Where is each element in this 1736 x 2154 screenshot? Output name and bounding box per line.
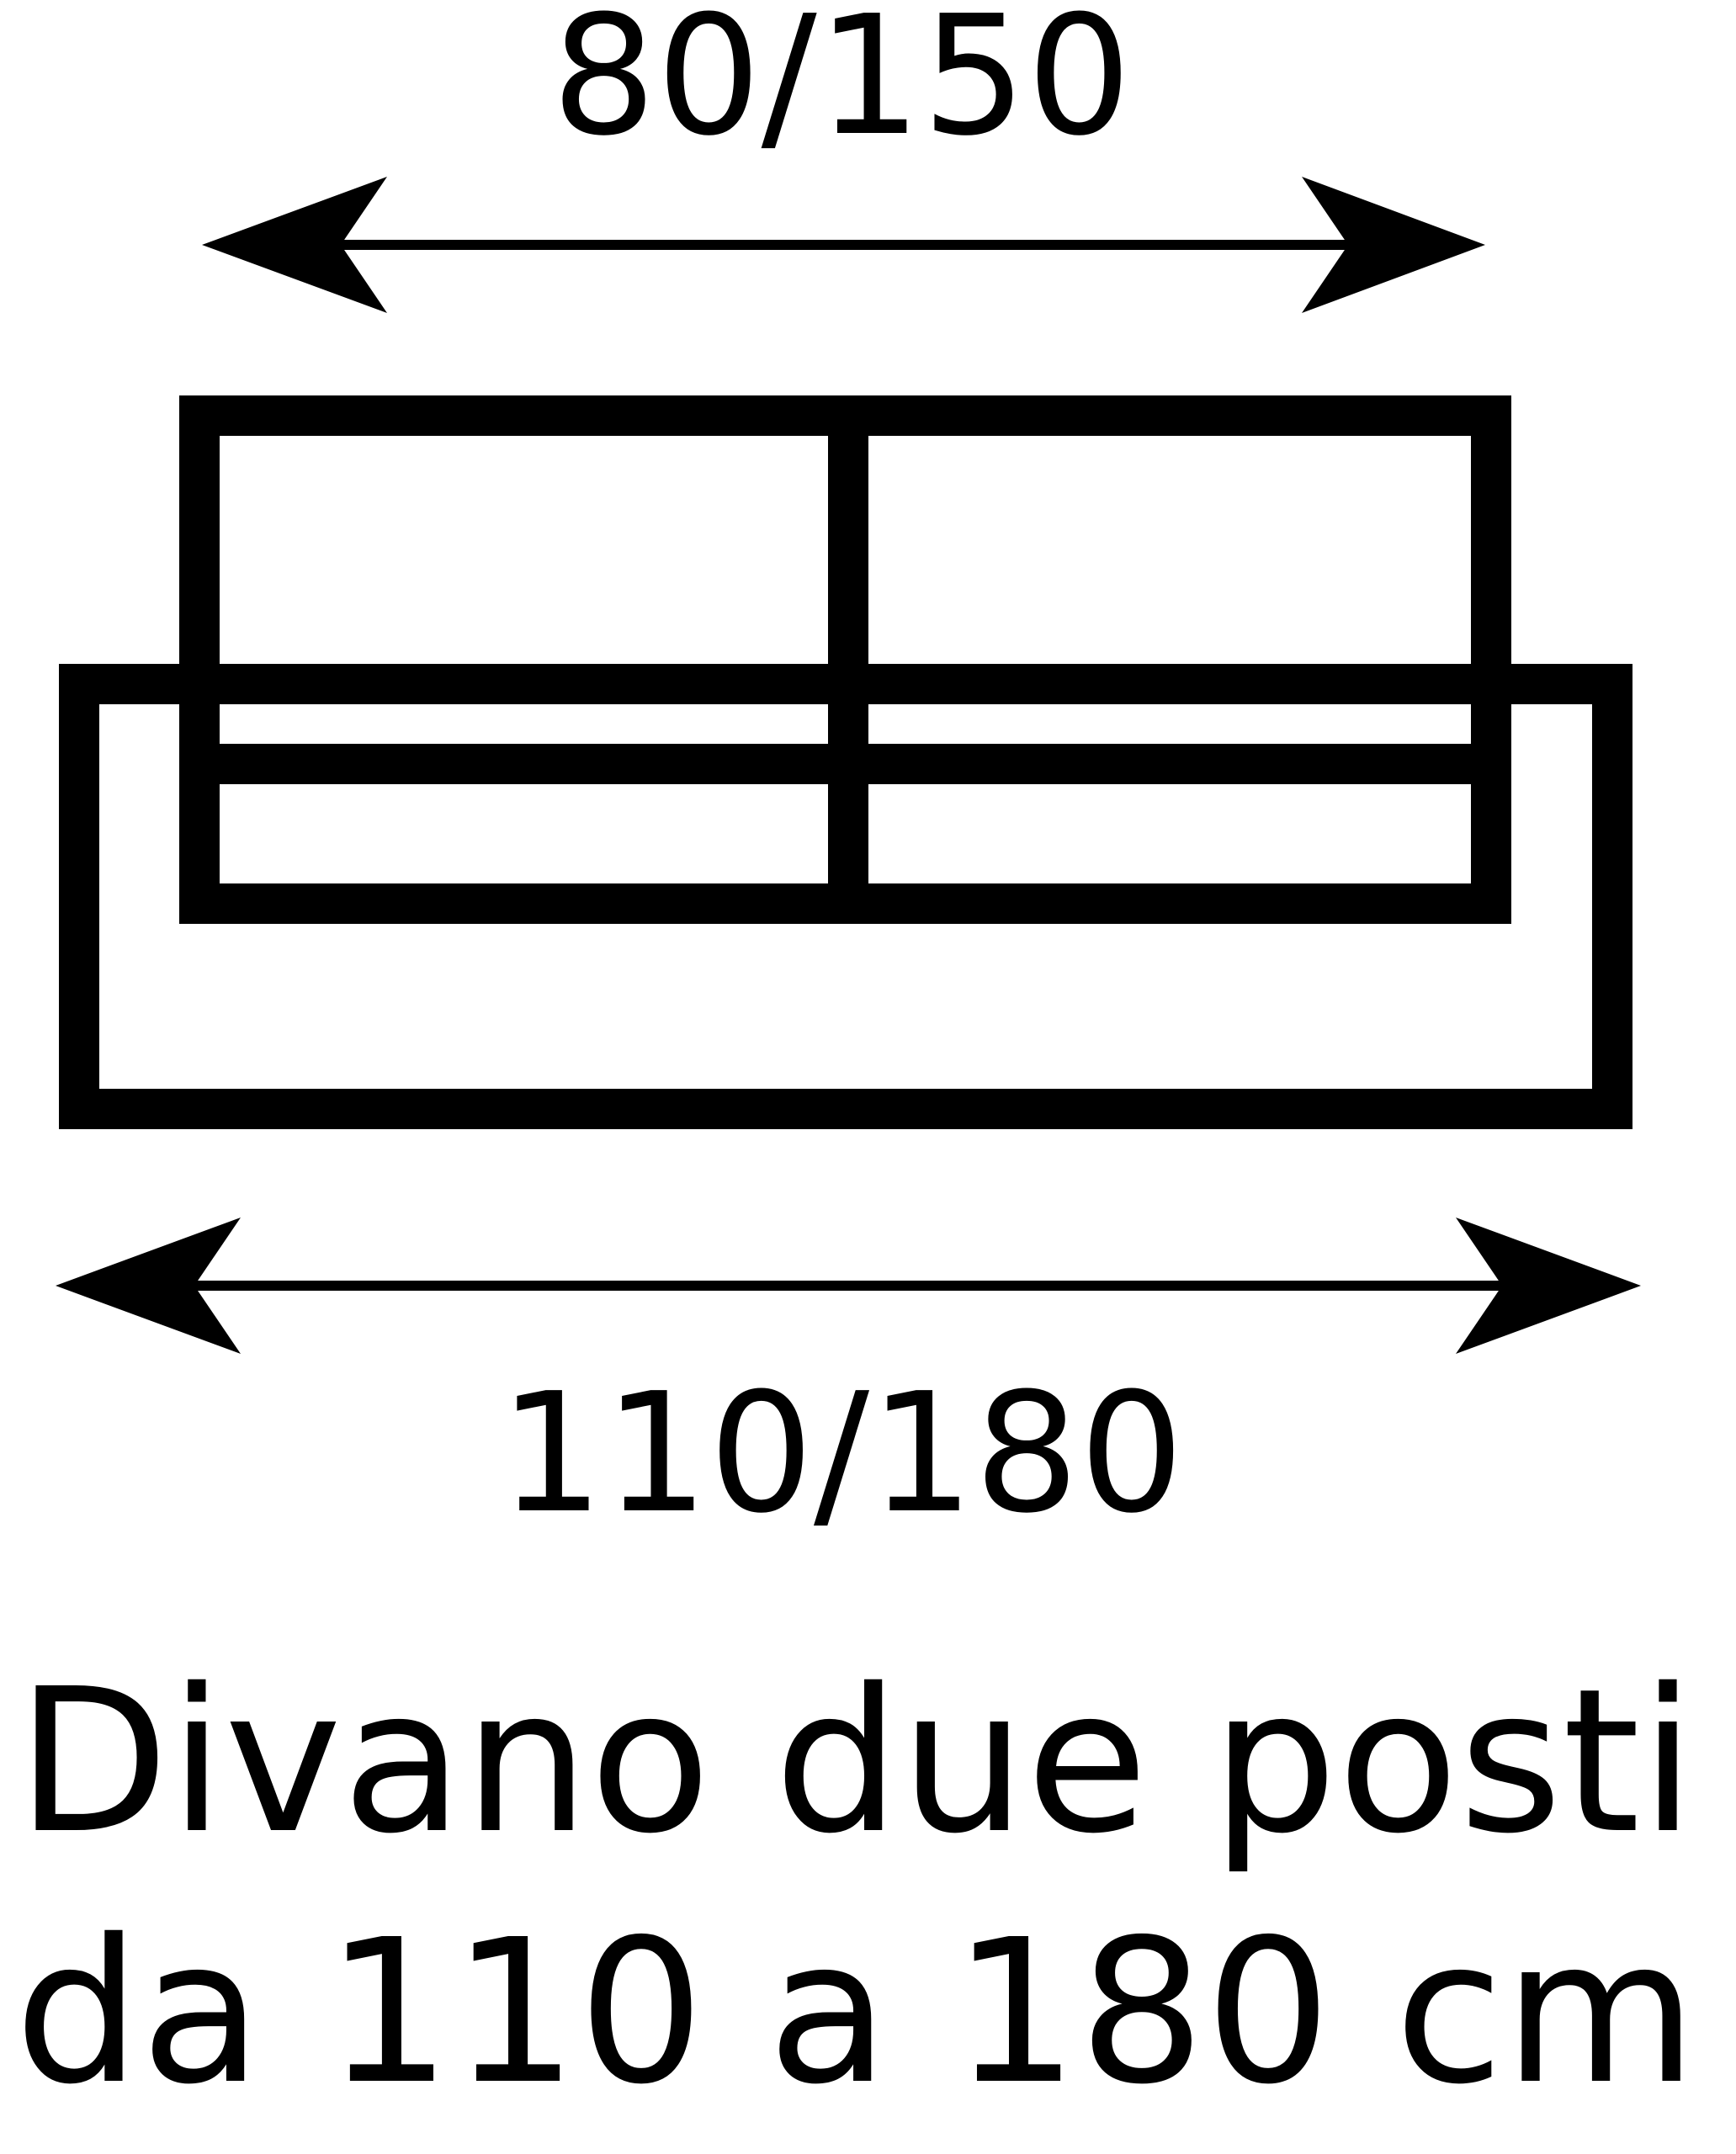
top-dimension-arrow	[202, 177, 1485, 313]
caption-line-1: Divano due posti	[16, 1646, 1695, 1877]
sofa-outline	[59, 395, 1632, 1129]
top-dimension-label: 80/150	[551, 0, 1132, 172]
bottom-arrow-left-head-icon	[56, 1218, 241, 1354]
bottom-arrow-right-head-icon	[1456, 1218, 1641, 1354]
bottom-dimension-arrow	[56, 1218, 1641, 1354]
caption-line-2: da 110 a 180 cm	[14, 1897, 1697, 2128]
bottom-dimension-label: 110/180	[499, 1358, 1184, 1550]
top-arrow-right-head-icon	[1302, 177, 1485, 313]
top-arrow-left-head-icon	[202, 177, 387, 313]
